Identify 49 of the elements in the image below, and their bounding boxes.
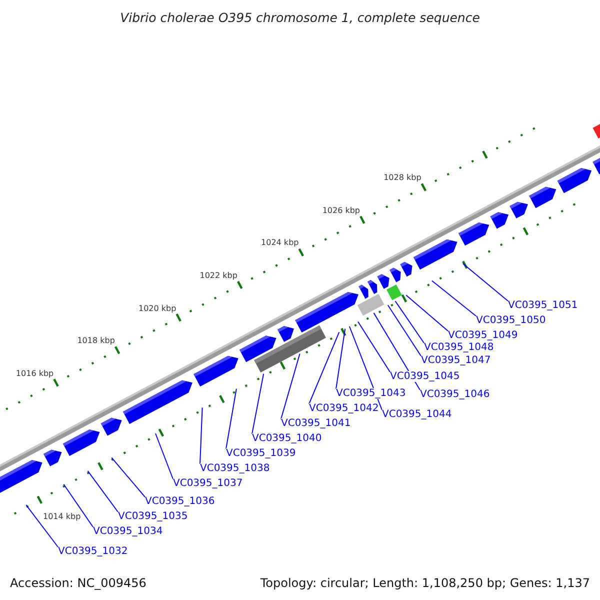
leader-line: [111, 457, 146, 498]
scale-label: 1022 kbp: [200, 271, 238, 280]
scale-label: 1016 kbp: [16, 368, 54, 378]
gene-label: VC0395_1040: [252, 433, 322, 444]
leader-line: [308, 332, 340, 404]
gene-label: VC0395_1034: [93, 526, 163, 537]
leader-line: [26, 504, 58, 548]
leader-line: [87, 470, 118, 512]
gene-label: VC0395_1049: [448, 330, 518, 341]
leader-line: [387, 304, 422, 356]
gene-label: VC0395_1051: [508, 300, 578, 311]
gene-label: VC0395_1050: [476, 315, 546, 326]
scale-label: 1028 kbp: [384, 173, 422, 182]
scale-label: 1026 kbp: [322, 206, 360, 215]
gene-label: VC0395_1032: [58, 546, 128, 557]
gene-label: VC0395_1043: [336, 388, 406, 399]
leader-line: [348, 326, 382, 410]
gene-label: VC0395_1041: [281, 418, 351, 429]
gene-label: VC0395_1038: [200, 463, 270, 474]
leader-line: [200, 407, 203, 464]
gene-label: VC0395_1046: [420, 389, 490, 400]
leader-line: [431, 280, 476, 316]
leader-line: [406, 294, 448, 332]
gene-label: VC0395_1044: [382, 409, 452, 420]
footer-text: Topology: circular; Length: 1,108,250 bp; Genes: 1,137: [260, 576, 590, 590]
leader-line: [462, 263, 508, 302]
leader-line: [252, 373, 264, 434]
gene-label: VC0395_1035: [118, 511, 188, 522]
leader-line: [280, 353, 300, 420]
gene-label: VC0395_1047: [421, 355, 491, 366]
leader-line: [155, 433, 174, 480]
gene-label: VC0395_1045: [390, 371, 460, 382]
leader-line: [226, 388, 237, 450]
gene-label: VC0395_1042: [309, 403, 379, 414]
gene-label: VC0395_1037: [173, 478, 243, 489]
gene-label: VC0395_1036: [145, 496, 215, 507]
leader-line: [394, 300, 424, 344]
gene-label: VC0395_1048: [424, 342, 494, 353]
scale-label: 1024 kbp: [261, 238, 299, 248]
gene-label: VC0395_1039: [226, 448, 296, 459]
leader-line: [357, 321, 390, 372]
scale-label: 1018 kbp: [77, 336, 115, 346]
leader-line: [63, 484, 94, 528]
scale-label: 1014 kbp: [43, 512, 81, 521]
title: Vibrio cholerae O395 chromosome 1, complete sequence: [119, 10, 481, 25]
leader-line: [373, 312, 420, 390]
footer-text: Accession: NC_009456: [10, 576, 146, 590]
leader-line: [336, 328, 346, 390]
scale-label: 1020 kbp: [138, 304, 176, 313]
